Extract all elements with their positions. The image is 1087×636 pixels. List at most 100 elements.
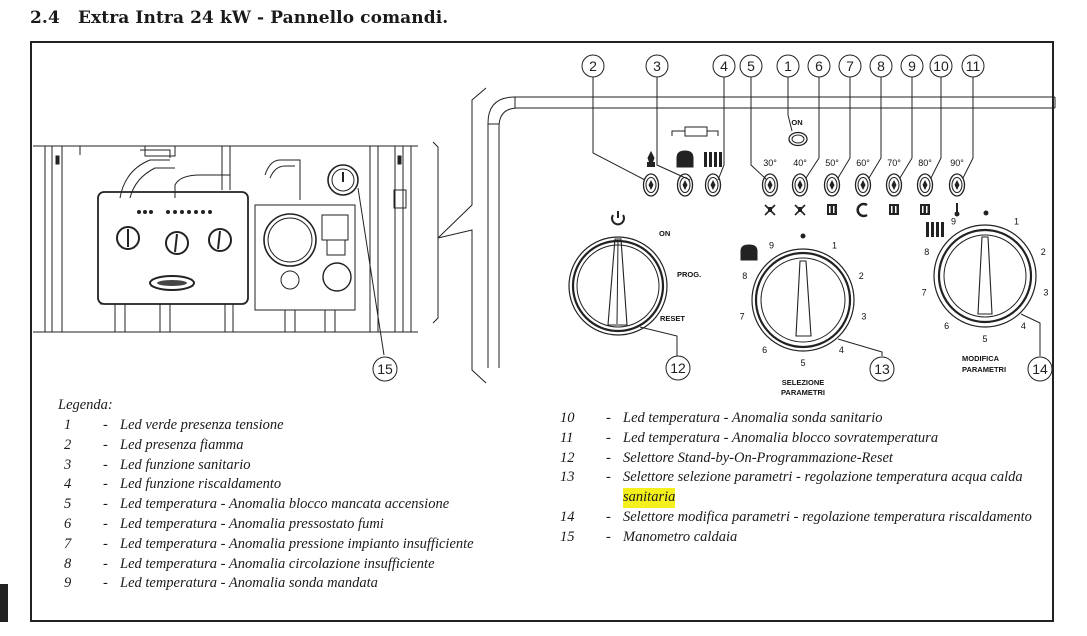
led-temp-50 [823,173,841,197]
legend-item: 8-Led temperatura - Anomalia circolazion… [58,555,474,575]
brand-logo [149,275,195,291]
led-temp-60 [854,173,872,197]
selector-13-caption-2: PARAMETRI [781,388,825,397]
selector-standby-on-prog-reset[interactable] [568,236,668,336]
temp-label: 40° [793,158,807,168]
callout-8: 8 [877,58,885,74]
legend-number: 5 [64,496,72,513]
legend-sep: - [606,508,611,525]
legend-title: Legenda: [58,397,113,413]
legend-sep: - [103,476,108,493]
callout-1: 1 [784,58,792,74]
callout-10-leader [930,77,942,179]
selector-13-tick-4: 4 [839,345,844,355]
pump [263,213,317,267]
radiator-icon [926,222,944,237]
led-power-on [788,131,808,147]
legend-item: 4-Led funzione riscaldamento [58,475,474,495]
selector-pointer [795,260,812,337]
no-fan-icon [794,204,806,216]
dhw-probe-icon [920,204,930,215]
section-heading: 2.4 Extra Intra 24 kW - Pannello comandi. [30,8,448,28]
selector-14-caption-2: PARAMETRI [962,365,1006,374]
legend-text: Led temperatura - Anomalia blocco sovrat… [623,429,939,446]
callout-6: 6 [815,58,823,74]
selector-13-tick-1: 1 [832,240,837,250]
legend-text: Led verde presenza tensione [120,417,284,433]
legend-sep: - [103,535,108,552]
legend-sep: - [103,555,108,572]
legend-sep: - [606,528,611,545]
legend-number: 6 [64,515,72,532]
selector-pointer [977,236,993,315]
selector-14-tick-1: 1 [1014,216,1019,226]
selector-14-tick-8: 8 [924,247,929,257]
callout-9: 9 [908,58,916,74]
temp-label: 70° [887,158,901,168]
legend-sep: - [103,417,108,433]
legend-sep: - [103,515,108,532]
callout-2: 2 [589,58,597,74]
callout-4: 4 [720,58,728,74]
boiler-overview: 15 [33,145,418,382]
legend-sep: - [606,449,611,466]
callout-12-circle [665,355,691,381]
legend-item: 9-Led temperatura - Anomalia sonda manda… [58,574,474,594]
legend-sep: - [606,410,611,426]
radiator-icon [704,152,722,167]
legend-sep: - [103,456,108,473]
legend-sep: - [103,575,108,592]
page-edge-marker [0,584,8,622]
legend-item: 1-Led verde presenza tensione [58,416,474,436]
callout-7-leader [837,77,851,179]
callout-11: 11 [966,58,981,74]
legend-right: 10-Led temperatura - Anomalia sonda sani… [560,409,1032,548]
led-temp-80 [916,173,934,197]
standby-icon [611,211,625,226]
selector-14-tick-5: 5 [982,334,987,344]
selector-13-tick-3: 3 [861,311,866,321]
selector-label-reset: RESET [660,314,685,323]
flame-icon [647,150,655,168]
selector-13-tick-6: 6 [762,345,767,355]
legend-text: Led temperatura - Anomalia pressostato f… [120,515,384,532]
selector-label-prog: PROG. [677,270,701,279]
legend-text: Led funzione sanitario [120,456,251,473]
led-temp-70 [885,173,903,197]
callout-13-leader [837,338,883,356]
legend-number: 11 [560,429,574,446]
callout-9-leader [899,77,913,179]
manometer [327,164,359,196]
selector-13-tick-9: 9 [769,240,774,250]
legend-sep: - [606,429,611,446]
selector-13-tick-7: 7 [740,311,745,321]
selector-parameters[interactable] [751,248,855,352]
legend-item: 14-Selettore modifica parametri - regola… [560,508,1032,528]
callout-15: 15 [377,361,393,377]
callout-15-circle [372,356,398,382]
callout-11-leader [962,77,974,179]
callout-13: 13 [874,361,890,377]
on-label: ON [791,118,802,127]
temp-label: 60° [856,158,870,168]
legend-item: 2-Led presenza fiamma [58,436,474,456]
legend-text: Selettore Stand-by-On-Programmazione-Res… [623,449,893,466]
legend-number: 7 [64,535,72,552]
selector-modify-parameters[interactable] [933,224,1037,328]
section-title: Extra Intra 24 kW - Pannello comandi. [78,8,449,28]
section-number: 2.4 [30,8,60,28]
selector-origin-dot [800,233,806,239]
callout-13-circle [869,356,895,382]
legend-number: 8 [64,555,72,572]
callout-6-leader [805,77,820,179]
callout-10: 10 [933,58,949,74]
legend-left: 1-Led verde presenza tensione 2-Led pres… [58,416,474,594]
callout-8-leader [868,77,882,179]
legend-item: 7-Led temperatura - Anomalia pressione i… [58,535,474,555]
legend-number: 4 [64,476,72,493]
led-flame [642,173,660,197]
callout-14-circle [1027,356,1053,382]
selector-14-tick-3: 3 [1043,287,1048,297]
callout-1-leader [787,77,793,132]
